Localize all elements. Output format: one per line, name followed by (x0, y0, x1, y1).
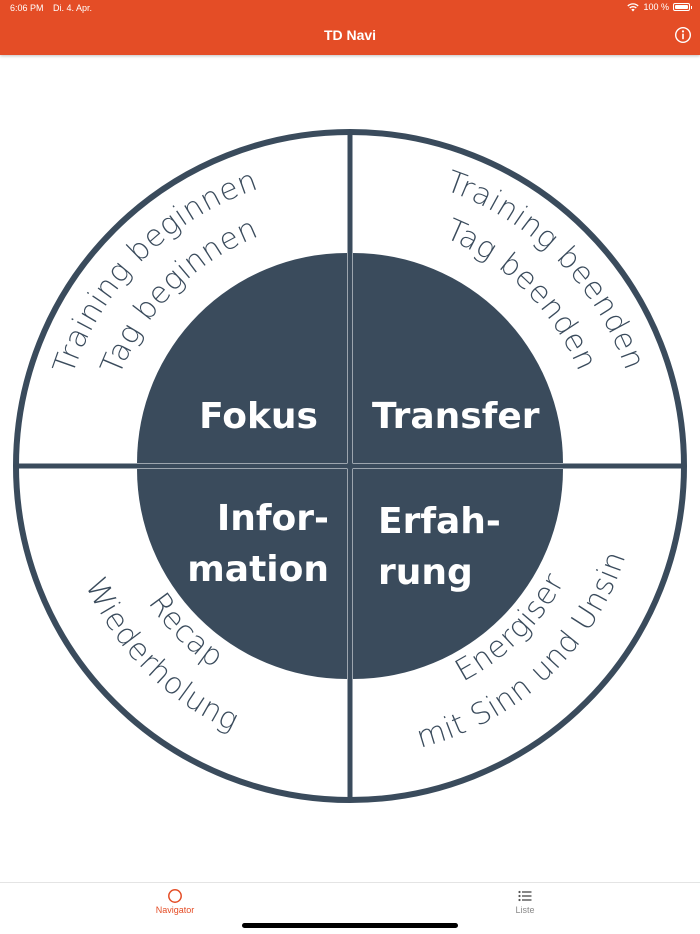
tab-label-navigator: Navigator (155, 905, 195, 915)
inner-label-transfer: Transfer (372, 396, 540, 437)
inner-label-erfahrung-1: Erfah- (378, 501, 501, 542)
status-date: Di. 4. Apr. (53, 3, 93, 13)
battery-icon (673, 3, 692, 11)
info-icon[interactable] (674, 26, 692, 44)
inner-segment-information[interactable] (137, 469, 347, 679)
inner-label-information-1: Infor- (217, 498, 329, 539)
inner-segment-transfer[interactable] (353, 253, 563, 463)
top-bar: 6:06 PM Di. 4. Apr. 100 % TD Navi (0, 0, 700, 55)
inner-segment-fokus[interactable] (137, 253, 347, 463)
battery-percent: 100 % (643, 2, 669, 12)
wifi-icon (627, 2, 640, 11)
inner-segment-erfahrung[interactable] (353, 469, 563, 679)
inner-label-information-2: mation (187, 549, 329, 590)
navigator-wheel: Training beginnen Tag beginnen Training … (0, 55, 687, 803)
tab-navigator[interactable]: Navigator (115, 883, 235, 923)
status-time: 6:06 PM (10, 3, 44, 13)
circle-icon (168, 889, 182, 903)
home-indicator (242, 923, 458, 928)
inner-label-fokus: Fokus (199, 396, 318, 437)
list-icon (518, 890, 532, 902)
page-title: TD Navi (323, 27, 377, 43)
inner-label-erfahrung-2: rung (378, 552, 473, 593)
status-right: 100 % (627, 2, 692, 12)
tab-liste[interactable]: Liste (465, 883, 585, 923)
tab-label-liste: Liste (515, 905, 535, 915)
